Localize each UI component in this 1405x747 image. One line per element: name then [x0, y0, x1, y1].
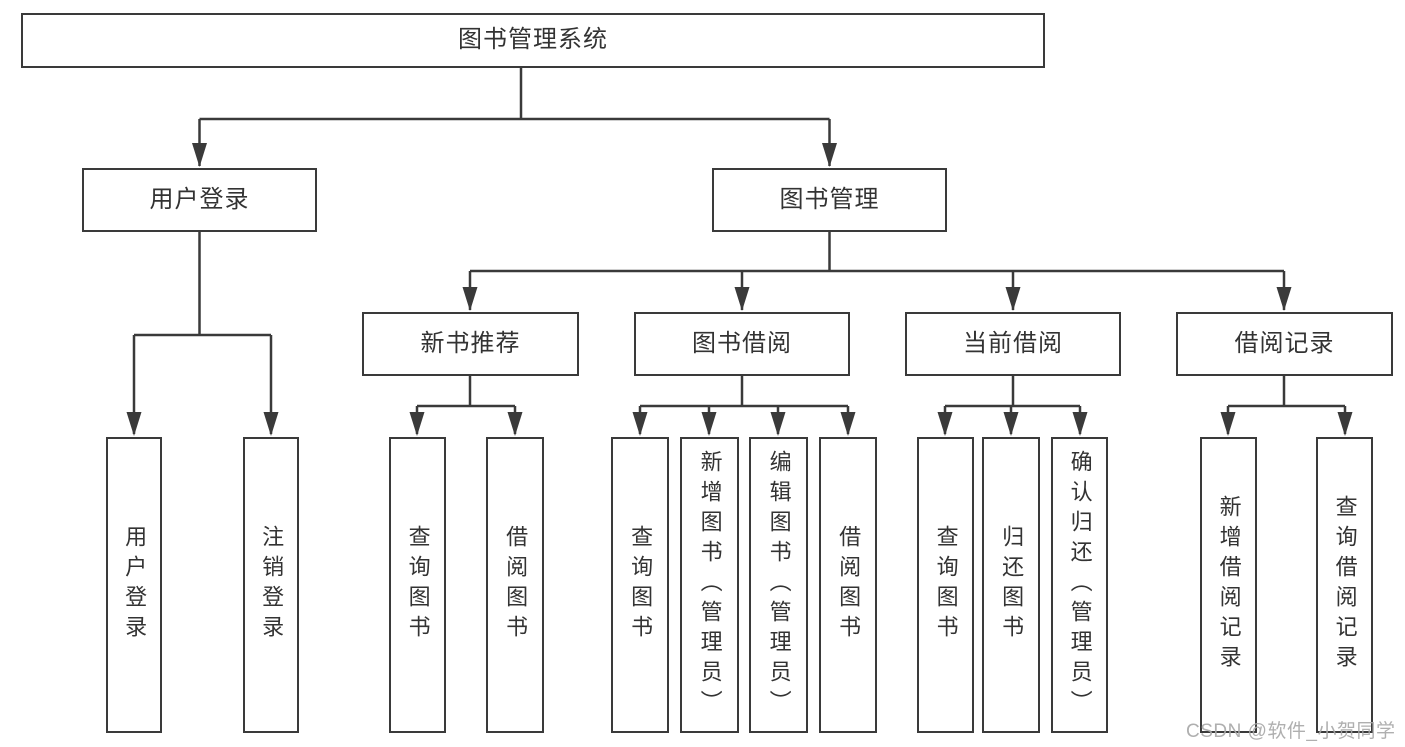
node-logout: 注销登录	[243, 437, 299, 733]
arrow-down-icon	[1005, 287, 1021, 311]
arrow-down-icon	[701, 412, 717, 436]
node-query-borrow-record: 查询借阅记录	[1316, 437, 1373, 733]
arrow-down-icon	[770, 412, 786, 436]
node-query-book-2: 查询图书	[611, 437, 669, 733]
arrow-down-icon	[632, 412, 648, 436]
arrow-down-icon	[822, 143, 837, 167]
node-return-book: 归还图书	[982, 437, 1040, 733]
node-book-mgmt: 图书管理	[712, 168, 947, 232]
arrow-down-icon	[192, 143, 207, 167]
node-book-borrow: 图书借阅	[634, 312, 850, 376]
arrow-down-icon	[126, 412, 142, 436]
arrow-down-icon	[937, 412, 953, 436]
node-new-book-rec: 新书推荐	[362, 312, 579, 376]
arrow-down-icon	[1337, 412, 1353, 436]
arrow-down-icon	[409, 412, 425, 436]
node-user-login: 用户登录	[82, 168, 317, 232]
arrow-down-icon	[263, 412, 279, 436]
node-query-book-3: 查询图书	[917, 437, 974, 733]
arrow-down-icon	[1276, 287, 1292, 311]
arrow-down-icon	[1220, 412, 1236, 436]
arrow-down-icon	[1003, 412, 1019, 436]
arrow-down-icon	[462, 287, 478, 311]
node-borrow-book-2: 借阅图书	[819, 437, 877, 733]
node-borrow-record: 借阅记录	[1176, 312, 1393, 376]
node-add-book: 新增图书（管理员）	[680, 437, 739, 733]
arrow-down-icon	[507, 412, 523, 436]
node-root: 图书管理系统	[21, 13, 1045, 68]
node-add-borrow-record: 新增借阅记录	[1200, 437, 1257, 733]
arrow-down-icon	[840, 412, 856, 436]
arrow-down-icon	[1072, 412, 1088, 436]
node-current-borrow: 当前借阅	[905, 312, 1121, 376]
node-edit-book: 编辑图书（管理员）	[749, 437, 808, 733]
node-borrow-book-1: 借阅图书	[486, 437, 544, 733]
arrow-down-icon	[734, 287, 750, 311]
node-user-login-leaf: 用户登录	[106, 437, 162, 733]
node-confirm-return: 确认归还（管理员）	[1051, 437, 1108, 733]
node-query-book-1: 查询图书	[389, 437, 446, 733]
